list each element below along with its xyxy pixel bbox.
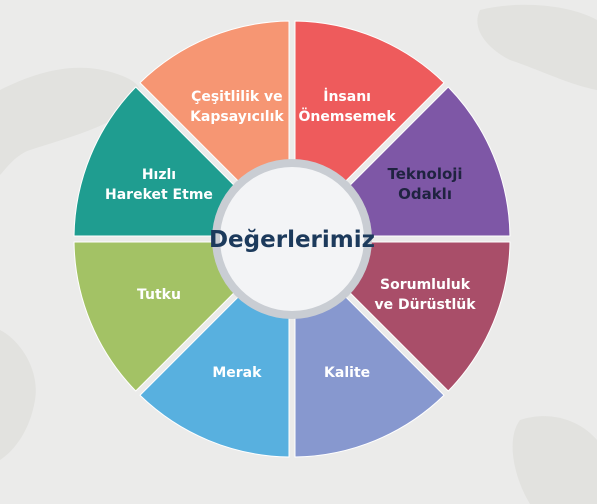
world-map-background xyxy=(0,4,597,504)
segment-label: ve Dürüstlük xyxy=(375,297,477,313)
segment-label: Teknoloji xyxy=(387,165,462,183)
segment-label: Hızlı xyxy=(142,167,176,183)
segment-label: Kalite xyxy=(324,365,370,381)
segment-label: Sorumluluk xyxy=(380,277,471,293)
segment-label: Çeşitlilik ve xyxy=(191,89,283,105)
segment-label: Kapsayıcılık xyxy=(190,109,284,125)
segment-label: Odaklı xyxy=(398,185,452,203)
segment-label: Hareket Etme xyxy=(105,187,213,203)
value-segment: Tutku xyxy=(73,241,250,392)
segment-label: Merak xyxy=(212,365,262,381)
segment-label: İnsanı xyxy=(323,88,371,105)
value-segment: Çeşitlilik ve Kapsayıcılık xyxy=(139,20,290,197)
value-segment: Sorumluluk ve Dürüstlük xyxy=(334,241,511,392)
center-circle xyxy=(220,167,364,311)
segment-label: Tutku xyxy=(137,287,181,303)
segment-label: Önemsemek xyxy=(299,107,397,125)
center-title: Değerlerimiz xyxy=(209,227,375,253)
